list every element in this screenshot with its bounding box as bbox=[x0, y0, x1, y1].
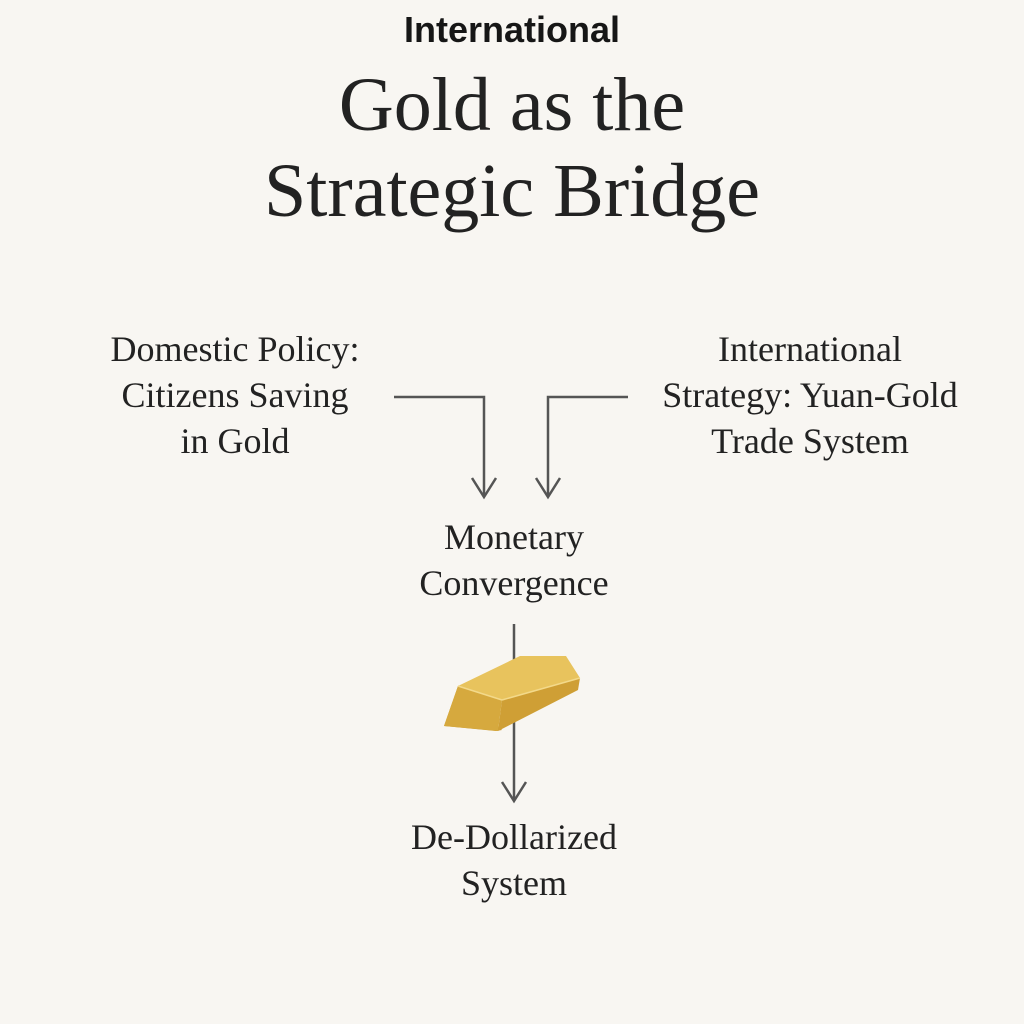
node-international-line-2: Strategy: Yuan-Gold bbox=[662, 375, 958, 415]
node-monetary-convergence: Monetary Convergence bbox=[364, 514, 664, 606]
title-line-1: Gold as the bbox=[338, 63, 686, 147]
node-domestic-policy: Domestic Policy: Citizens Saving in Gold bbox=[40, 326, 430, 464]
node-de-dollarized-system: De-Dollarized System bbox=[364, 814, 664, 906]
page-title: Gold as the Strategic Bridge bbox=[0, 62, 1024, 234]
node-domestic-line-3: in Gold bbox=[180, 421, 290, 461]
node-convergence-line-2: Convergence bbox=[419, 563, 609, 603]
node-domestic-line-1: Domestic Policy: bbox=[110, 329, 360, 369]
title-line-2: Strategic Bridge bbox=[264, 149, 760, 233]
node-international-line-1: International bbox=[718, 329, 902, 369]
node-domestic-line-2: Citizens Saving bbox=[121, 375, 349, 415]
node-international-strategy: International Strategy: Yuan-Gold Trade … bbox=[610, 326, 1010, 464]
node-international-line-3: Trade System bbox=[711, 421, 909, 461]
node-dedollarized-line-2: System bbox=[460, 863, 567, 903]
node-dedollarized-line-1: De-Dollarized bbox=[411, 817, 617, 857]
node-convergence-line-1: Monetary bbox=[444, 517, 584, 557]
arrow-domestic-to-convergence bbox=[394, 395, 498, 500]
gold-bar-icon bbox=[444, 656, 581, 731]
header-kicker: International bbox=[403, 9, 621, 50]
arrow-international-to-convergence bbox=[534, 395, 628, 500]
